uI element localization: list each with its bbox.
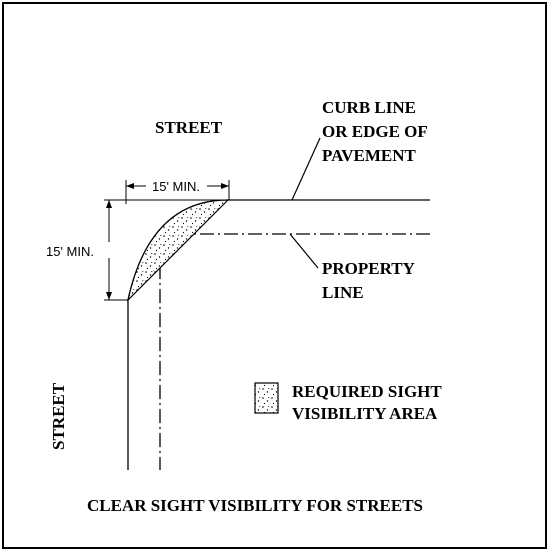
curb-line-label-3: PAVEMENT	[322, 146, 416, 165]
diagram-title: CLEAR SIGHT VISIBILITY FOR STREETS	[87, 496, 423, 515]
curb-line-leader	[291, 137, 321, 201]
dimension-vertical	[96, 199, 228, 301]
legend-swatch	[254, 382, 279, 414]
curb-line-label-2: OR EDGE OF	[322, 122, 428, 141]
street-label-top: STREET	[155, 118, 223, 137]
curb-line-label-1: CURB LINE	[322, 98, 416, 117]
property-line-label-2: LINE	[322, 283, 364, 302]
dimension-horizontal-label: 15' MIN.	[152, 179, 200, 194]
dimension-vertical-label: 15' MIN.	[46, 244, 94, 259]
property-line-leader	[289, 233, 319, 269]
legend-label-2: VISIBILITY AREA	[292, 404, 438, 423]
street-label-side: STREET	[49, 382, 68, 450]
sight-visibility-area	[126, 199, 230, 302]
legend-label-1: REQUIRED SIGHT	[292, 382, 442, 401]
property-line-label-1: PROPERTY	[322, 259, 415, 278]
